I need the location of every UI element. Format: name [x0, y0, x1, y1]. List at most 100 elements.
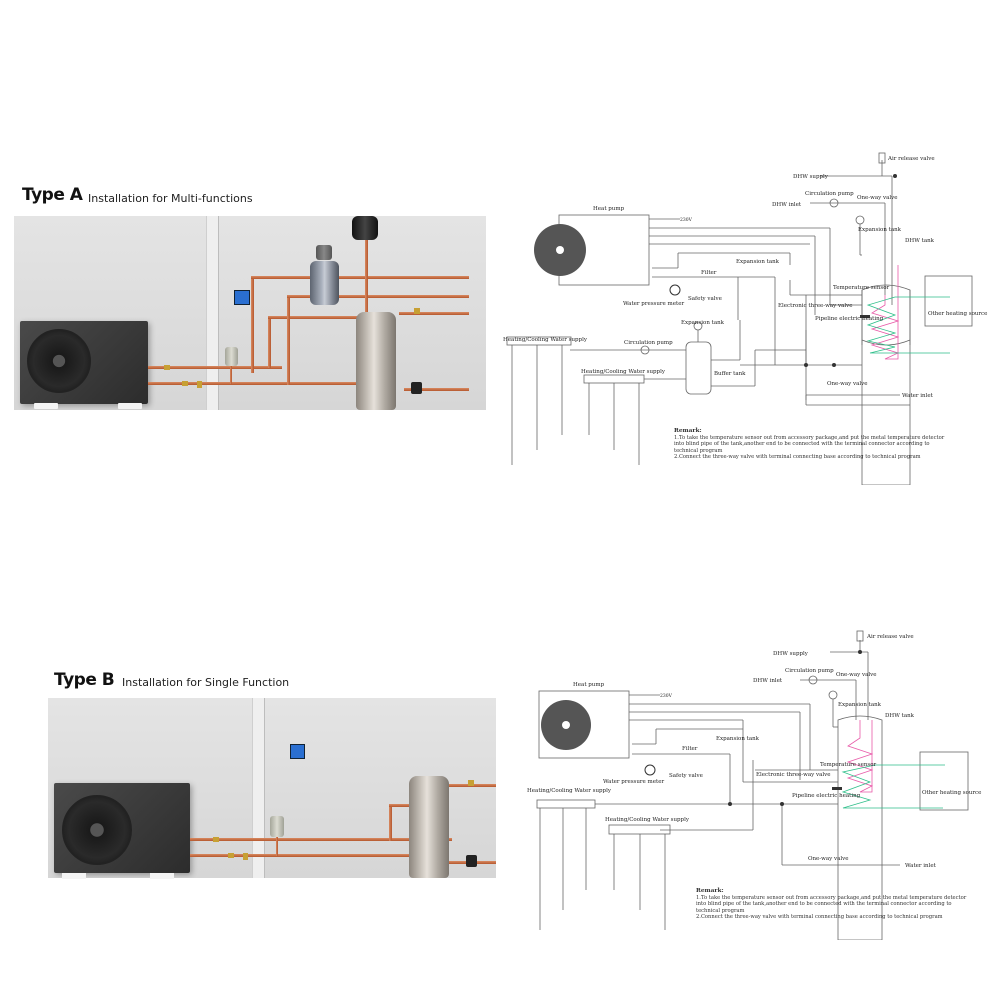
label-air-release-valve: Air release valve: [887, 156, 935, 162]
label-voltage: 230V: [680, 217, 693, 223]
label-water-inlet: Water inlet: [902, 393, 934, 399]
remark-line: into blind pipe of the tank,another end …: [674, 441, 930, 447]
label-one-way-valve-bottom: One-way valve: [827, 381, 868, 387]
dhw-tank-symbol: [861, 284, 911, 485]
copper-pipe: [287, 295, 290, 385]
type-a-subtitle: Installation for Multi-functions: [88, 192, 253, 205]
label-pipeline-electric-heating: Pipeline electric heating: [815, 316, 884, 322]
label-expansion-tank-2: Expansion tank: [681, 320, 725, 326]
label-filter: Filter: [701, 270, 717, 276]
brass-fitting: [414, 308, 420, 314]
heat-pump-unit: [20, 321, 148, 404]
fan-icon: [27, 329, 91, 393]
controller-panel: [234, 290, 250, 305]
label-circulation-pump: Circulation pump: [624, 340, 673, 346]
other-heating-source-symbol: [919, 751, 969, 811]
brass-fitting: [164, 365, 170, 370]
heat-pump-foot: [150, 873, 174, 879]
buffer-tank: [310, 261, 339, 305]
type-a-remark: Remark: 1.To take the temperature sensor…: [674, 428, 974, 461]
label-heating-cooling-supply-2: Heating/Cooling Water supply: [581, 369, 666, 375]
label-voltage: 230V: [660, 693, 673, 699]
copper-pipe: [276, 837, 278, 856]
dhw-tank: [356, 312, 396, 410]
brass-fitting: [228, 853, 234, 858]
copper-pipe: [251, 276, 316, 279]
label-dhw-supply: DHW supply: [793, 174, 829, 180]
heat-pump-foot: [34, 403, 58, 409]
buffer-tank-symbol: [685, 341, 712, 395]
controller-panel: [290, 744, 305, 759]
label-dhw-tank: DHW tank: [885, 713, 915, 719]
ball-valve: [466, 855, 477, 867]
label-buffer-tank: Buffer tank: [714, 371, 746, 377]
remark-line: technical program: [674, 447, 723, 454]
wall-divider: [206, 216, 219, 410]
brass-fitting: [213, 837, 219, 842]
label-expansion-tank-1: Expansion tank: [736, 259, 780, 265]
type-b-remark: Remark: 1.To take the temperature sensor…: [696, 888, 986, 921]
label-electronic-three-way-valve: Electronic three-way valve: [756, 772, 831, 778]
remark-line: 1.To take the temperature sensor out fro…: [674, 434, 945, 441]
type-a-installation-render: [14, 216, 486, 410]
label-safety-valve: Safety valve: [688, 296, 722, 302]
remark-line: 1.To take the temperature sensor out fro…: [696, 894, 967, 901]
brass-fitting: [468, 780, 474, 786]
buffer-tank-cap: [316, 245, 332, 260]
expansion-tank: [225, 347, 238, 366]
copper-pipe: [365, 236, 368, 318]
copper-pipe: [268, 316, 271, 368]
fan-icon: [62, 795, 132, 865]
label-one-way-valve-bottom: One-way valve: [808, 856, 849, 862]
ball-valve: [411, 382, 422, 394]
copper-pipe: [389, 804, 392, 841]
copper-pipe: [268, 316, 363, 319]
expansion-tank: [270, 816, 284, 837]
other-heating-source-symbol: [924, 275, 973, 327]
type-b-schematic: Heat pump 230V Filter Expansion tank Wat…: [527, 630, 981, 940]
label-heating-cooling-supply-2: Heating/Cooling Water supply: [605, 817, 690, 823]
label-other-heating-source: Other heating source: [922, 790, 981, 796]
copper-pipe: [230, 366, 232, 384]
remark-heading: Remark:: [674, 428, 702, 434]
label-circulation-pump-dhw: Circulation pump: [785, 668, 834, 674]
heat-pump-foot: [62, 873, 86, 879]
label-temperature-sensor: Temperature sensor: [820, 762, 877, 768]
remark-heading: Remark:: [696, 888, 724, 894]
remark-line: 2.Connect the three-way valve with termi…: [674, 454, 921, 460]
copper-pipe: [148, 382, 358, 385]
label-heating-cooling-supply-1: Heating/Cooling Water supply: [503, 337, 588, 343]
label-filter: Filter: [682, 746, 698, 752]
heat-pump-unit: [54, 783, 190, 873]
brass-fitting: [182, 381, 188, 386]
copper-pipe: [334, 295, 469, 298]
label-pipeline-electric-heating: Pipeline electric heating: [792, 793, 861, 799]
copper-pipe: [190, 838, 452, 841]
copper-pipe: [251, 276, 254, 373]
label-water-pressure-meter: Water pressure meter: [623, 301, 684, 307]
remark-line: technical program: [696, 907, 745, 914]
label-one-way-valve-top: One-way valve: [857, 195, 898, 201]
remark-line: 2.Connect the three-way valve with termi…: [696, 914, 943, 920]
label-heating-cooling-supply-1: Heating/Cooling Water supply: [527, 788, 612, 794]
copper-pipe: [334, 276, 469, 279]
label-expansion-tank-3: Expansion tank: [858, 227, 902, 233]
type-b-title: Type B: [54, 670, 115, 690]
type-b-subtitle: Installation for Single Function: [122, 676, 290, 689]
label-heat-pump: Heat pump: [593, 206, 625, 212]
copper-pipe: [389, 804, 409, 807]
copper-pipe: [148, 366, 282, 369]
expansion-vessel: [352, 216, 378, 240]
label-expansion-tank-3: Expansion tank: [838, 702, 882, 708]
label-heat-pump: Heat pump: [573, 682, 605, 688]
label-expansion-tank-1: Expansion tank: [716, 736, 760, 742]
copper-pipe: [399, 312, 469, 315]
dhw-tank: [409, 776, 449, 878]
label-dhw-inlet: DHW inlet: [753, 678, 783, 684]
copper-pipe: [190, 854, 428, 857]
copper-pipe: [287, 295, 317, 298]
remark-line: into blind pipe of the tank,another end …: [696, 901, 952, 907]
label-one-way-valve-top: One-way valve: [836, 672, 877, 678]
type-a-title: Type A: [22, 185, 83, 205]
label-temperature-sensor: Temperature sensor: [833, 285, 890, 291]
